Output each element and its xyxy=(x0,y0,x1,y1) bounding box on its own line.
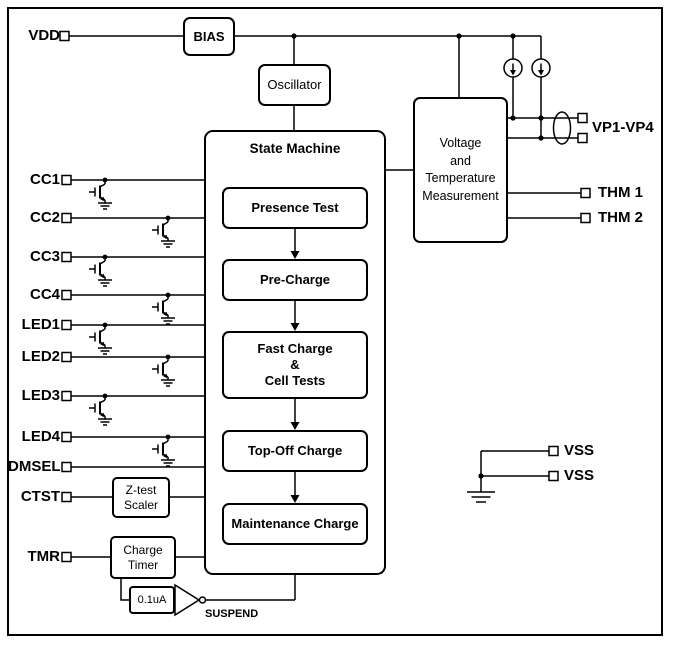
pin-square-vss2 xyxy=(548,470,559,482)
state-machine-title: State Machine xyxy=(249,141,341,156)
flow-arrow-head-2 xyxy=(290,323,300,331)
diagram-border xyxy=(7,7,663,636)
vtm-label-line4: Measurement xyxy=(422,188,499,203)
nmos-transistor-led3 xyxy=(88,392,113,426)
oscillator-label: Oscillator xyxy=(267,77,322,92)
ztest-scaler-label-line1: Z-test xyxy=(125,482,157,497)
pin-label-ctst: CTST xyxy=(20,488,60,505)
current-source-2-icon xyxy=(531,58,551,78)
charge-timer-label-line1: Charge xyxy=(123,542,163,557)
nmos-transistor-led2 xyxy=(151,353,176,387)
flow-arrow-head-4 xyxy=(290,495,300,503)
current-ref-label: 0.1uA xyxy=(137,594,167,606)
state-machine-block xyxy=(204,130,386,575)
pin-label-vdd: VDD xyxy=(28,27,60,44)
pre-charge-label: Pre-Charge xyxy=(259,272,331,287)
pin-label-vp: VP1-VP4 xyxy=(592,119,654,136)
pin-label-led1: LED1 xyxy=(21,316,60,333)
ztest-scaler-block: Z-test Scaler xyxy=(112,477,170,518)
pin-square-thm1 xyxy=(580,187,591,199)
maintenance-charge-label: Maintenance Charge xyxy=(231,516,359,531)
pin-label-thm1: THM 1 xyxy=(598,184,643,201)
presence-test-label: Presence Test xyxy=(251,200,339,215)
pin-square-dmsel xyxy=(61,461,72,473)
charge-timer-block: Charge Timer xyxy=(110,536,176,579)
pin-square-thm2 xyxy=(580,212,591,224)
oscillator-block: Oscillator xyxy=(258,64,331,106)
pin-label-tmr: TMR xyxy=(27,548,61,565)
presence-test-block: Presence Test xyxy=(222,187,368,229)
pin-label-vss2: VSS xyxy=(564,467,595,484)
comparator-triangle xyxy=(174,583,201,617)
pin-square-led2 xyxy=(61,351,72,363)
nmos-transistor-cc2 xyxy=(151,214,176,248)
pin-label-cc3: CC3 xyxy=(29,248,60,265)
current-ref-block: 0.1uA xyxy=(129,586,175,614)
pin-label-led4: LED4 xyxy=(21,428,60,445)
fast-charge-block: Fast Charge & Cell Tests xyxy=(222,331,368,399)
nmos-transistor-cc1 xyxy=(88,176,113,210)
pin-label-cc2: CC2 xyxy=(29,209,60,226)
fast-charge-label-line1: Fast Charge xyxy=(257,341,333,356)
top-off-charge-label: Top-Off Charge xyxy=(247,443,343,458)
pin-label-vss1: VSS xyxy=(564,442,595,459)
bias-block: BIAS xyxy=(183,17,235,56)
comparator-bubble xyxy=(198,596,207,604)
charge-timer-label-line2: Timer xyxy=(127,557,159,572)
ground-symbol xyxy=(467,491,495,503)
bias-label: BIAS xyxy=(193,28,225,44)
pin-square-cc4 xyxy=(61,289,72,301)
pin-label-led3: LED3 xyxy=(21,387,60,404)
pin-square-vp2 xyxy=(577,132,588,144)
flow-arrow-head-3 xyxy=(290,422,300,430)
current-source-1-icon xyxy=(503,58,523,78)
suspend-label: SUSPEND xyxy=(205,608,259,620)
voltage-temperature-measurement-block: Voltage and Temperature Measurement xyxy=(413,97,508,243)
vtm-label-line3: Temperature xyxy=(425,171,496,185)
pin-square-led4 xyxy=(61,431,72,443)
pin-label-cc1: CC1 xyxy=(29,171,60,188)
pin-square-cc3 xyxy=(61,251,72,263)
fast-charge-label-line3: Cell Tests xyxy=(264,373,326,388)
flow-arrow-head-1 xyxy=(290,251,300,259)
vtm-label-line2: and xyxy=(450,153,471,168)
top-off-charge-block: Top-Off Charge xyxy=(222,430,368,472)
pin-square-vdd xyxy=(59,30,70,42)
pin-square-cc1 xyxy=(61,174,72,186)
wire-timer-comparator xyxy=(120,579,129,601)
nmos-transistor-led1 xyxy=(88,321,113,355)
wire-bundle-ellipse xyxy=(552,111,572,145)
junction-dot xyxy=(291,33,297,39)
pin-square-vp1 xyxy=(577,112,588,124)
pin-label-dmsel: DMSEL xyxy=(8,458,61,475)
pin-square-ctst xyxy=(61,491,72,503)
nmos-transistor-cc4 xyxy=(151,291,176,325)
pin-square-cc2 xyxy=(61,212,72,224)
pin-square-vss1 xyxy=(548,445,559,457)
vtm-label-line1: Voltage xyxy=(439,136,482,150)
pin-square-tmr xyxy=(61,551,72,563)
pin-square-led1 xyxy=(61,319,72,331)
junction-dot xyxy=(456,33,462,39)
pin-label-cc4: CC4 xyxy=(29,286,60,303)
pre-charge-block: Pre-Charge xyxy=(222,259,368,301)
maintenance-charge-block: Maintenance Charge xyxy=(222,503,368,545)
pin-label-thm2: THM 2 xyxy=(598,209,643,226)
junction-dot xyxy=(478,473,484,479)
pin-label-led2: LED2 xyxy=(21,348,60,365)
nmos-transistor-cc3 xyxy=(88,253,113,287)
pin-square-led3 xyxy=(61,390,72,402)
ztest-scaler-label-line2: Scaler xyxy=(123,497,158,512)
fast-charge-label-line2: & xyxy=(290,357,300,372)
nmos-transistor-led4 xyxy=(151,433,176,467)
